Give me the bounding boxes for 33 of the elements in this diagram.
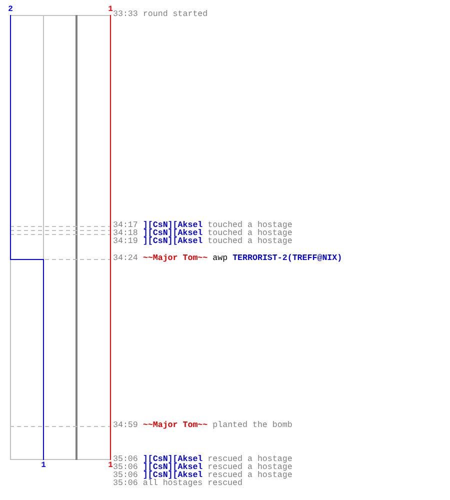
event-text: ][CsN][Aksel (142, 222, 203, 230)
event-time: 35:06 (113, 480, 138, 488)
event-time: 35:06 (113, 472, 138, 480)
event-time: 33:33 (113, 11, 138, 19)
event-time: 34:17 (113, 222, 138, 230)
event-text: ][CsN][Aksel (142, 464, 203, 472)
event-text: ][CsN][Aksel (142, 456, 203, 464)
event-text: round started (142, 11, 208, 19)
event-time: 34:18 (113, 230, 138, 238)
event-text: ~~Major Tom~~ (142, 422, 208, 430)
event-time: 34:59 (113, 422, 138, 430)
event-text: rescued a hostage (208, 464, 292, 472)
event-time: 34:24 (113, 255, 138, 263)
event-text: ][CsN][Aksel (142, 472, 203, 480)
event-time: 35:06 (113, 456, 138, 464)
player-count: 2 (8, 6, 13, 14)
event-time: 35:06 (113, 464, 138, 472)
event-text: all hostages rescued (142, 480, 242, 488)
event-text: planted the bomb (212, 422, 292, 430)
player-count: 1 (41, 462, 46, 470)
event-text: rescued a hostage (208, 456, 292, 464)
event-text: ~~Major Tom~~ (142, 255, 208, 263)
event-text: touched a hostage (208, 238, 292, 246)
event-text: rescued a hostage (208, 472, 292, 480)
event-text: ][CsN][Aksel (142, 238, 203, 246)
event-text: TERRORIST-2(TREFF@NIX) (232, 255, 342, 263)
event-text: touched a hostage (208, 230, 292, 238)
event-text: awp (212, 255, 228, 263)
event-text: touched a hostage (208, 222, 292, 230)
player-count: 1 (108, 6, 113, 14)
event-text: ][CsN][Aksel (142, 230, 203, 238)
player-count: 1 (108, 462, 113, 470)
event-time: 34:19 (113, 238, 138, 246)
